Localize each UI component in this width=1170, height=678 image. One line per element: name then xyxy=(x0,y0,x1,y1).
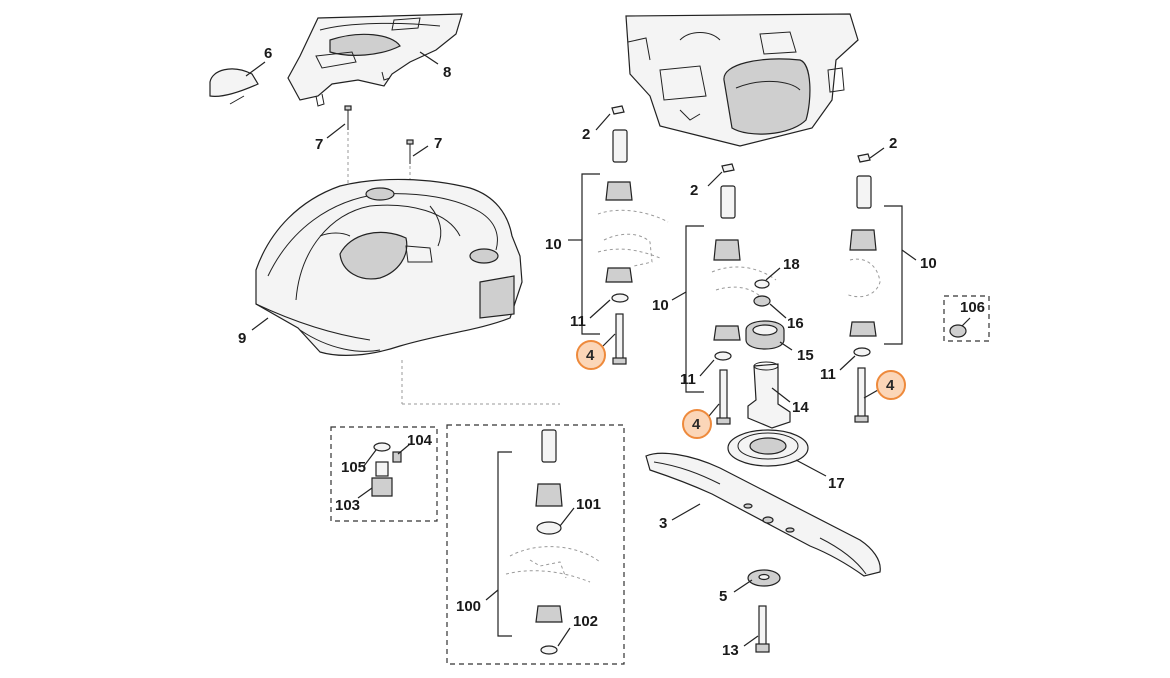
insert-part-6 xyxy=(209,68,259,105)
label-10-middle: 10 xyxy=(652,297,669,314)
label-10-right: 10 xyxy=(920,255,937,272)
kit-box-103-105 xyxy=(330,426,438,522)
label-17: 17 xyxy=(828,475,845,492)
label-103: 103 xyxy=(335,497,360,514)
label-16: 16 xyxy=(787,315,804,332)
label-100: 100 xyxy=(456,598,481,615)
label-10-left: 10 xyxy=(545,236,562,253)
highlight-circle-4c xyxy=(876,370,906,400)
blade-part-3 xyxy=(645,452,881,577)
kit-parts-103-105 xyxy=(371,442,402,497)
label-106: 106 xyxy=(960,299,985,316)
label-11-middle: 11 xyxy=(680,371,696,388)
label-13: 13 xyxy=(722,642,739,659)
label-2-middle: 2 xyxy=(690,182,698,199)
label-4-left: 4 xyxy=(586,347,595,364)
label-4-middle: 4 xyxy=(692,416,701,433)
label-2-right: 2 xyxy=(889,135,897,152)
part-106 xyxy=(949,324,967,338)
screw-part-7-left xyxy=(344,105,352,230)
label-11-left: 11 xyxy=(570,313,586,330)
label-5: 5 xyxy=(719,588,727,605)
highlight-circle-4a xyxy=(576,340,606,370)
blade-adapter-part-14 xyxy=(747,361,791,429)
label-7-left: 7 xyxy=(315,136,323,153)
top-cover-part-8 xyxy=(287,13,463,107)
bolt-part-13 xyxy=(755,605,770,653)
ring-part-18 xyxy=(754,279,770,289)
leader-lines xyxy=(245,51,971,647)
spindle-stack-right xyxy=(845,153,903,423)
engine-block xyxy=(625,13,859,147)
label-102: 102 xyxy=(573,613,598,630)
label-105: 105 xyxy=(341,459,366,476)
label-7-right: 7 xyxy=(434,135,442,152)
highlight-circle-4b xyxy=(682,409,712,439)
kit-box-100 xyxy=(446,424,625,665)
pulley-part-15 xyxy=(745,320,785,350)
label-8: 8 xyxy=(443,64,451,81)
washer-part-5 xyxy=(747,569,781,587)
label-3: 3 xyxy=(659,515,667,532)
disc-part-17 xyxy=(727,429,809,467)
label-2-left: 2 xyxy=(582,126,590,143)
label-4-right: 4 xyxy=(886,377,895,394)
label-9: 9 xyxy=(238,330,246,347)
label-6: 6 xyxy=(264,45,272,62)
label-11-right: 11 xyxy=(820,366,836,383)
label-101: 101 xyxy=(576,496,601,513)
label-14: 14 xyxy=(792,399,809,416)
spindle-stack-middle xyxy=(685,163,777,425)
label-15: 15 xyxy=(797,347,814,364)
label-104: 104 xyxy=(407,432,433,449)
mower-housing-part-9 xyxy=(255,178,523,356)
spindle-stack-left xyxy=(581,105,669,365)
label-18: 18 xyxy=(783,256,800,273)
bearing-part-16 xyxy=(753,295,771,307)
kit-box-106 xyxy=(943,295,990,342)
kit-parts-100 xyxy=(497,429,601,655)
